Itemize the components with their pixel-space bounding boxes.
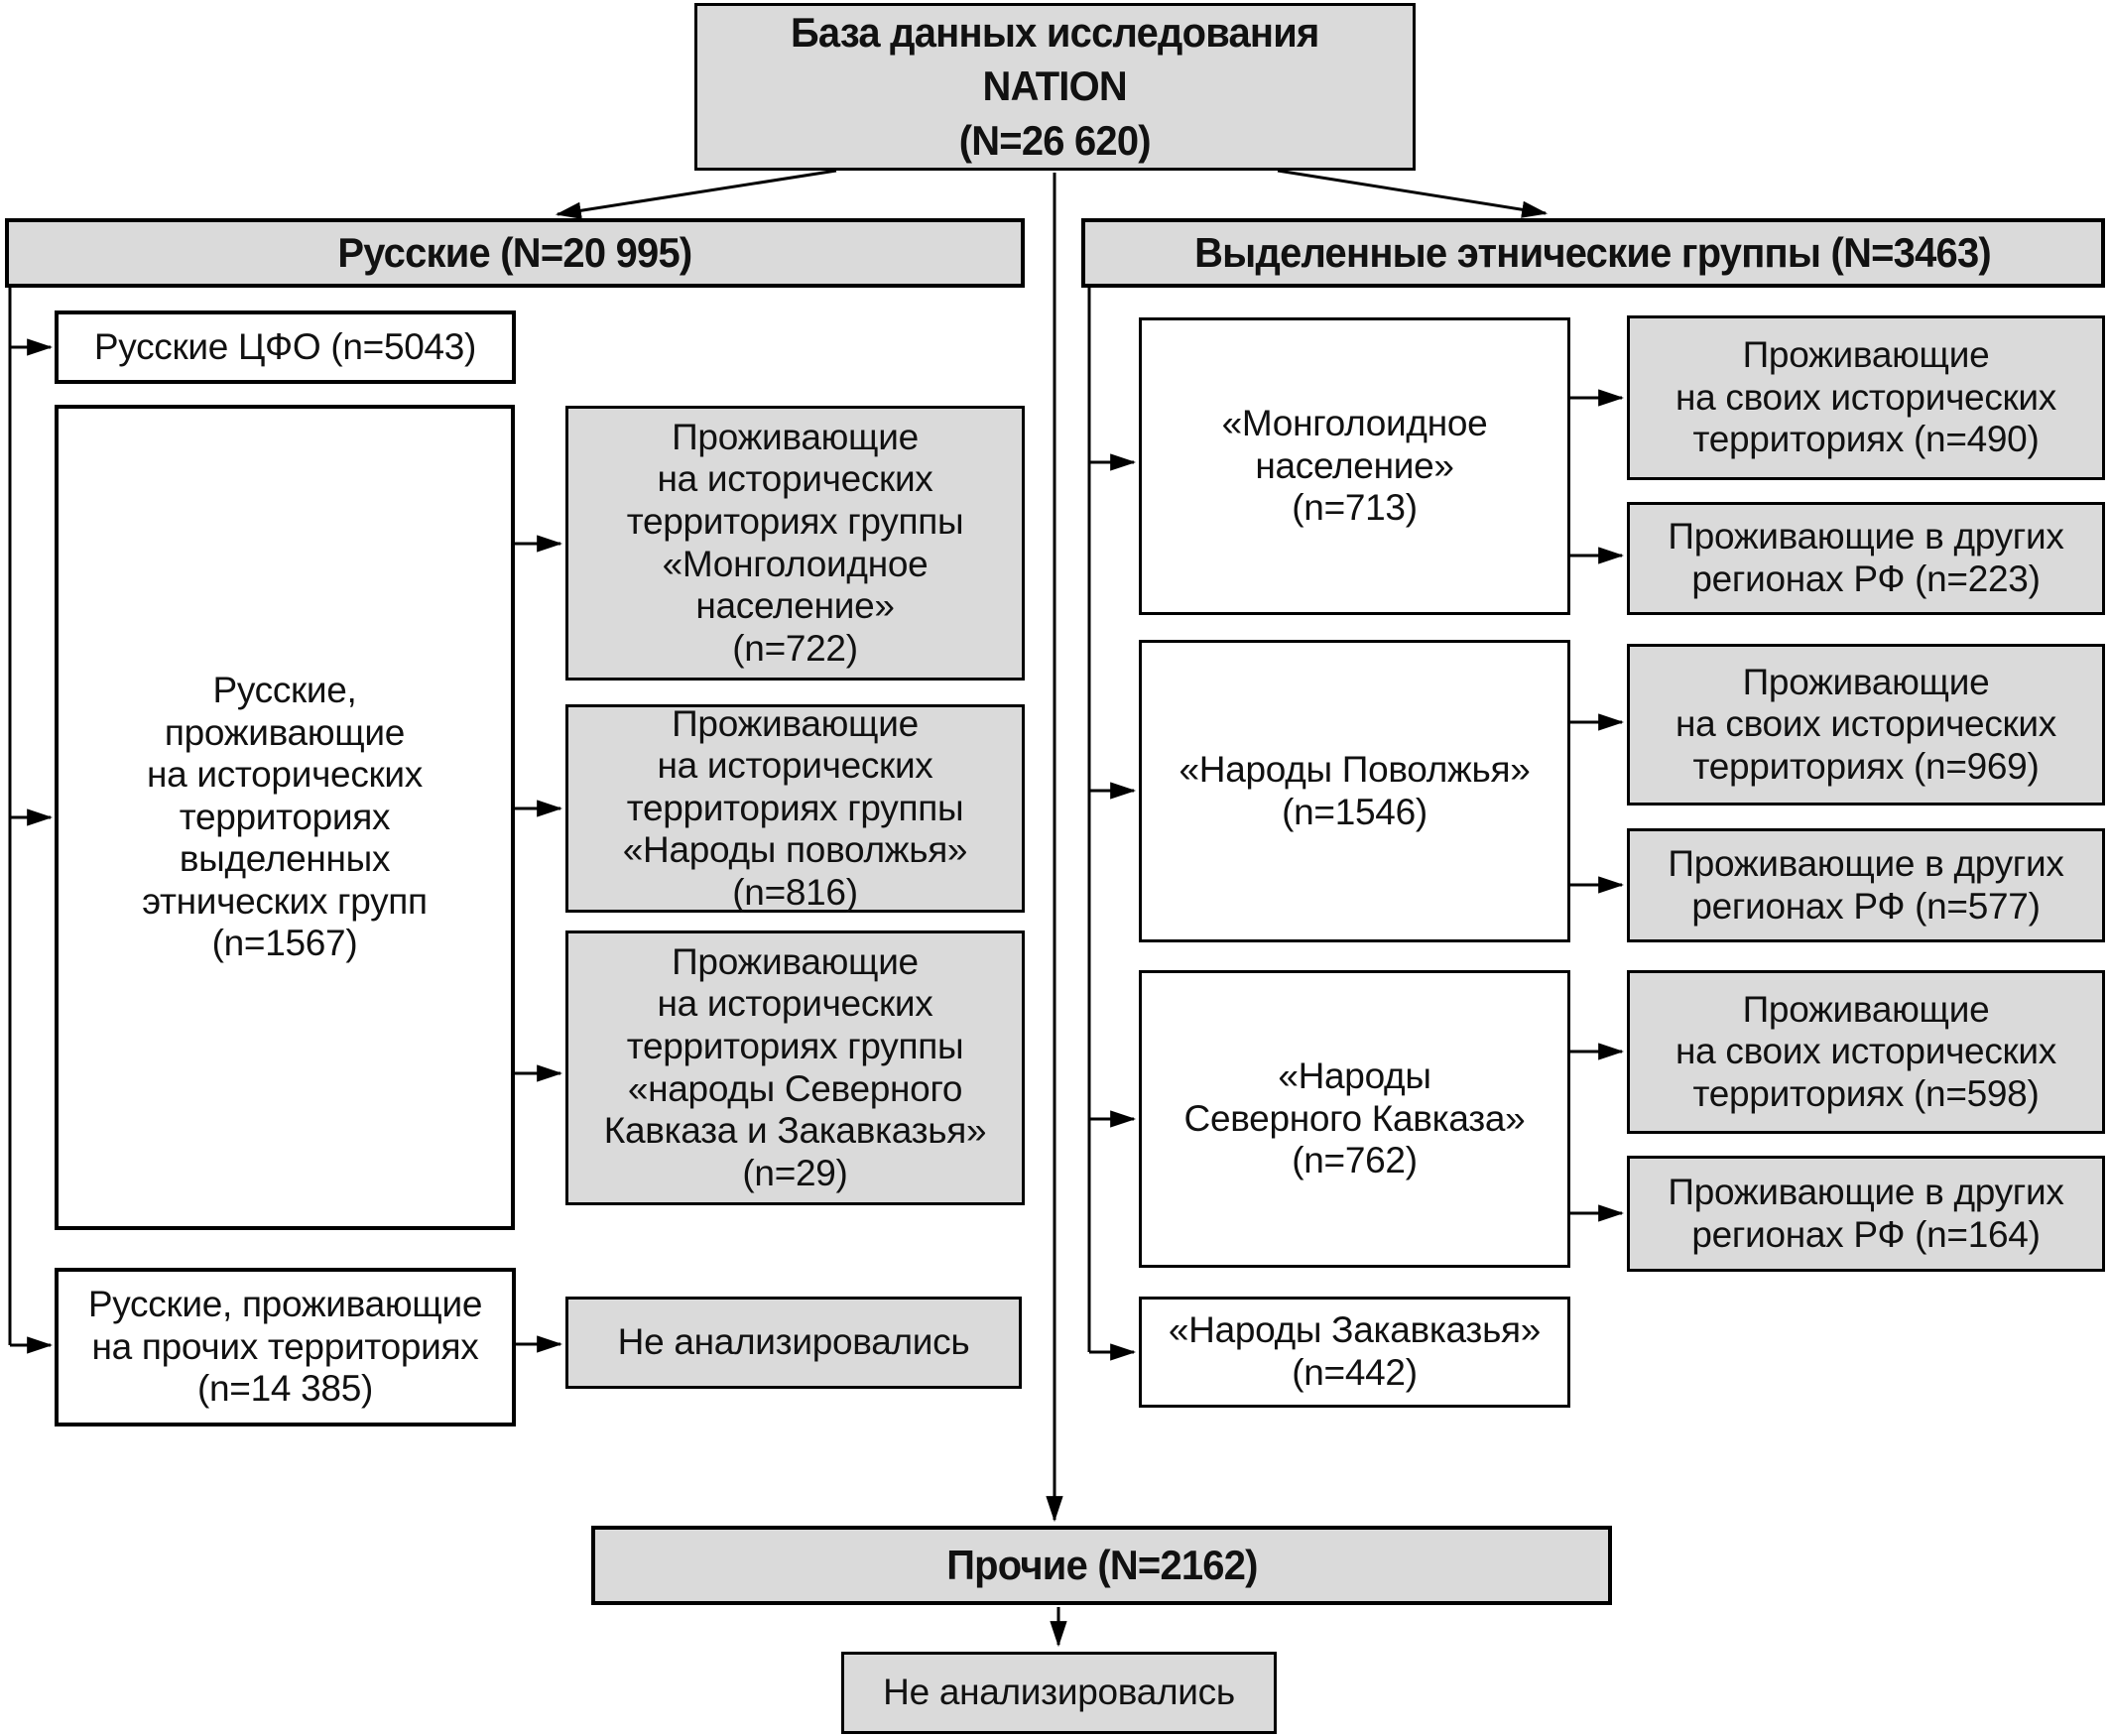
box-not-analyzed-bottom-label: Не анализировались: [883, 1672, 1235, 1713]
box-volga-own-territory: Проживающие на своих исторических террит…: [1627, 644, 2105, 806]
box-living-mongoloid-group: Проживающие на исторических территориях …: [565, 406, 1025, 681]
box-others: Прочие (N=2162): [591, 1526, 1612, 1605]
box-others-label: Прочие (N=2162): [945, 1541, 1258, 1588]
box-mongoloid-own-territory: Проживающие на своих исторических террит…: [1627, 315, 2105, 480]
box-north-caucasus-own-territory-label: Проживающие на своих исторических террит…: [1675, 988, 2056, 1114]
box-not-analyzed-bottom: Не анализировались: [841, 1652, 1277, 1734]
box-volga-own-territory-label: Проживающие на своих исторических террит…: [1675, 661, 2056, 787]
box-volga-peoples-label: «Народы Поволжья» (n=1546): [1179, 748, 1531, 832]
box-russians-historical-territories: Русские, проживающие на исторических тер…: [55, 405, 515, 1230]
box-living-volga-group-label: Проживающие на исторических территориях …: [622, 702, 968, 913]
box-russians-other-territories-label: Русские, проживающие на прочих территори…: [87, 1284, 483, 1410]
box-russians-historical-label: Русские, проживающие на исторических тер…: [142, 670, 428, 964]
box-mongoloid-other-regions: Проживающие в других регионах РФ (n=223): [1627, 502, 2105, 615]
box-mongoloid-population: «Монголоидное население» (n=713): [1139, 317, 1570, 615]
box-mongoloid-other-regions-label: Проживающие в других регионах РФ (n=223): [1668, 516, 2064, 599]
box-north-caucasus-other-regions: Проживающие в других регионах РФ (n=164): [1627, 1156, 2105, 1272]
left-header-russians: Русские (N=20 995): [5, 218, 1025, 288]
root-database-box: База данных исследования NATION (N=26 62…: [694, 3, 1416, 171]
box-living-caucasus-group-label: Проживающие на исторических территориях …: [603, 940, 987, 1193]
box-living-mongoloid-group-label: Проживающие на исторических территориях …: [626, 416, 964, 669]
box-russians-cfo: Русские ЦФО (n=5043): [55, 310, 516, 384]
box-north-caucasus-other-regions-label: Проживающие в других регионах РФ (n=164): [1668, 1171, 2064, 1255]
box-not-analyzed-left-label: Не анализировались: [617, 1321, 970, 1363]
left-header-russians-label: Русские (N=20 995): [337, 228, 692, 276]
box-north-caucasus-own-territory: Проживающие на своих исторических террит…: [1627, 970, 2105, 1134]
box-north-caucasus-peoples: «Народы Северного Кавказа» (n=762): [1139, 970, 1570, 1268]
box-transcaucasia-peoples-label: «Народы Закавказья» (n=442): [1168, 1309, 1542, 1393]
box-not-analyzed-left: Не анализировались: [565, 1297, 1022, 1389]
box-volga-peoples: «Народы Поволжья» (n=1546): [1139, 640, 1570, 942]
root-database-label: База данных исследования NATION (N=26 62…: [791, 8, 1319, 164]
box-russians-other-territories: Русские, проживающие на прочих территори…: [55, 1268, 516, 1426]
box-mongoloid-population-label: «Монголоидное население» (n=713): [1221, 403, 1488, 529]
box-volga-other-regions: Проживающие в других регионах РФ (n=577): [1627, 828, 2105, 942]
box-mongoloid-own-territory-label: Проживающие на своих исторических террит…: [1675, 334, 2056, 460]
right-header-ethnic-groups: Выделенные этнические группы (N=3463): [1081, 218, 2105, 288]
box-transcaucasia-peoples: «Народы Закавказья» (n=442): [1139, 1297, 1570, 1408]
box-volga-other-regions-label: Проживающие в других регионах РФ (n=577): [1668, 842, 2064, 927]
box-north-caucasus-peoples-label: «Народы Северного Кавказа» (n=762): [1183, 1055, 1526, 1181]
right-header-ethnic-groups-label: Выделенные этнические группы (N=3463): [1194, 228, 1993, 276]
box-russians-cfo-label: Русские ЦФО (n=5043): [93, 325, 477, 367]
box-living-caucasus-group: Проживающие на исторических территориях …: [565, 930, 1025, 1205]
box-living-volga-group: Проживающие на исторических территориях …: [565, 702, 1025, 913]
